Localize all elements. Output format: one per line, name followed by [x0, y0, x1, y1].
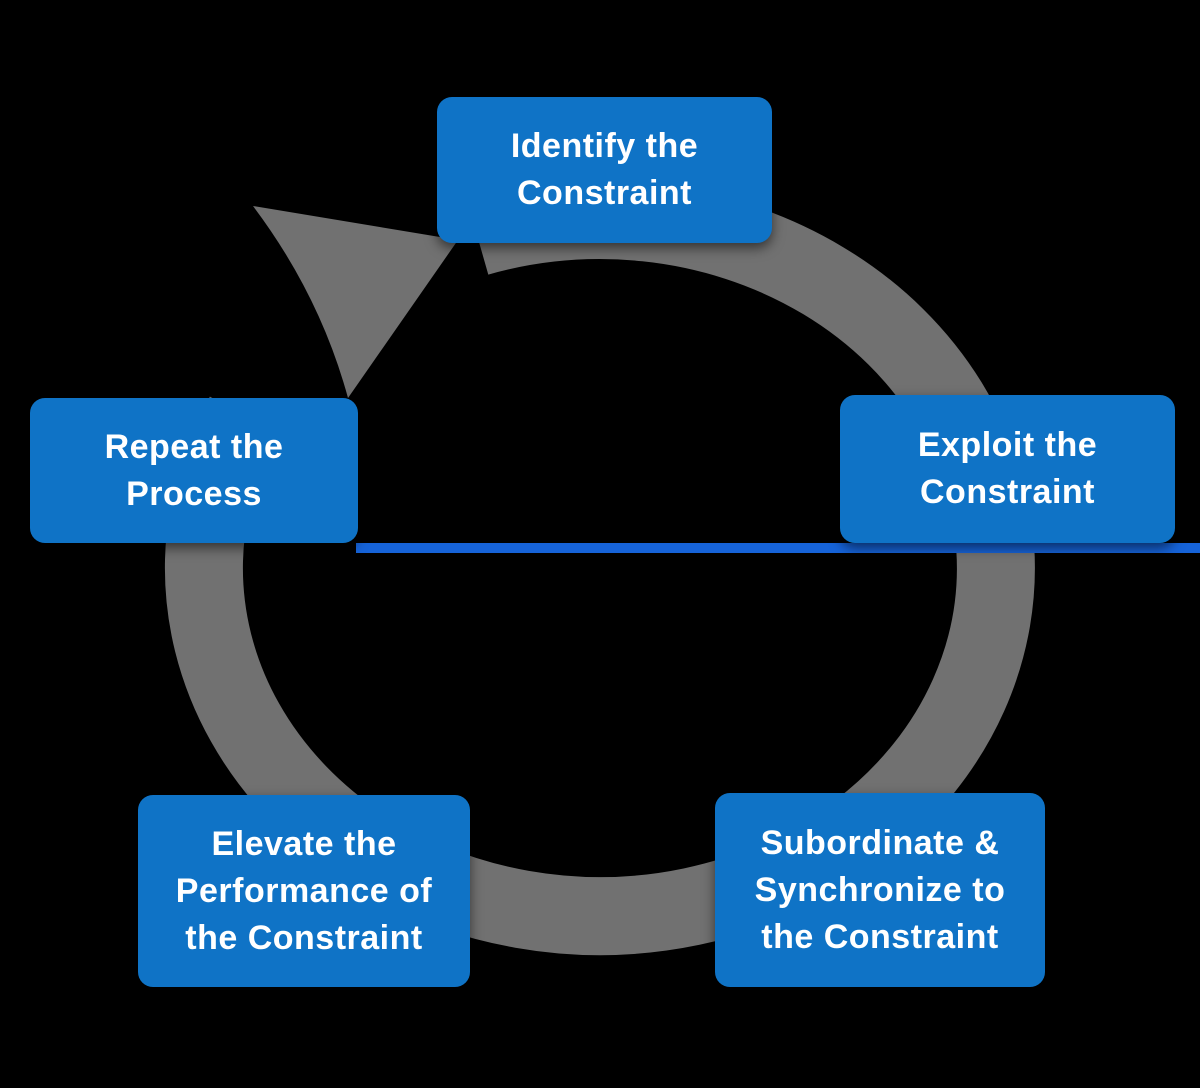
step-label-line: Synchronize to	[754, 870, 1006, 909]
step-label-line: the Constraint	[185, 918, 423, 957]
cycle-arrowhead-icon	[253, 206, 458, 398]
step-label-line: Constraint	[920, 473, 1095, 511]
step-box-identify-the-constraint: Identify the Constraint	[437, 97, 772, 243]
step-label-line: Subordinate &	[760, 823, 1000, 862]
step-box-exploit-the-constraint: Exploit the Constraint	[840, 395, 1175, 543]
step-label-line: the Constraint	[761, 917, 999, 956]
step-label-line: Elevate the	[211, 824, 397, 863]
step-label-line: Performance of	[175, 871, 433, 910]
step-label-line: Repeat the	[104, 427, 284, 466]
accent-line	[356, 543, 1200, 553]
step-label-line: Identify the	[510, 127, 699, 165]
step-label-line: Process	[126, 474, 262, 513]
step-label-line: Constraint	[517, 174, 692, 212]
step-box-repeat-the-process: Repeat the Process	[30, 398, 358, 543]
step-box-subordinate-synchronize: Subordinate & Synchronize to the Constra…	[715, 793, 1045, 987]
step-box-elevate-performance: Elevate the Performance of the Constrain…	[138, 795, 470, 987]
step-label-line: Exploit the	[917, 426, 1098, 464]
